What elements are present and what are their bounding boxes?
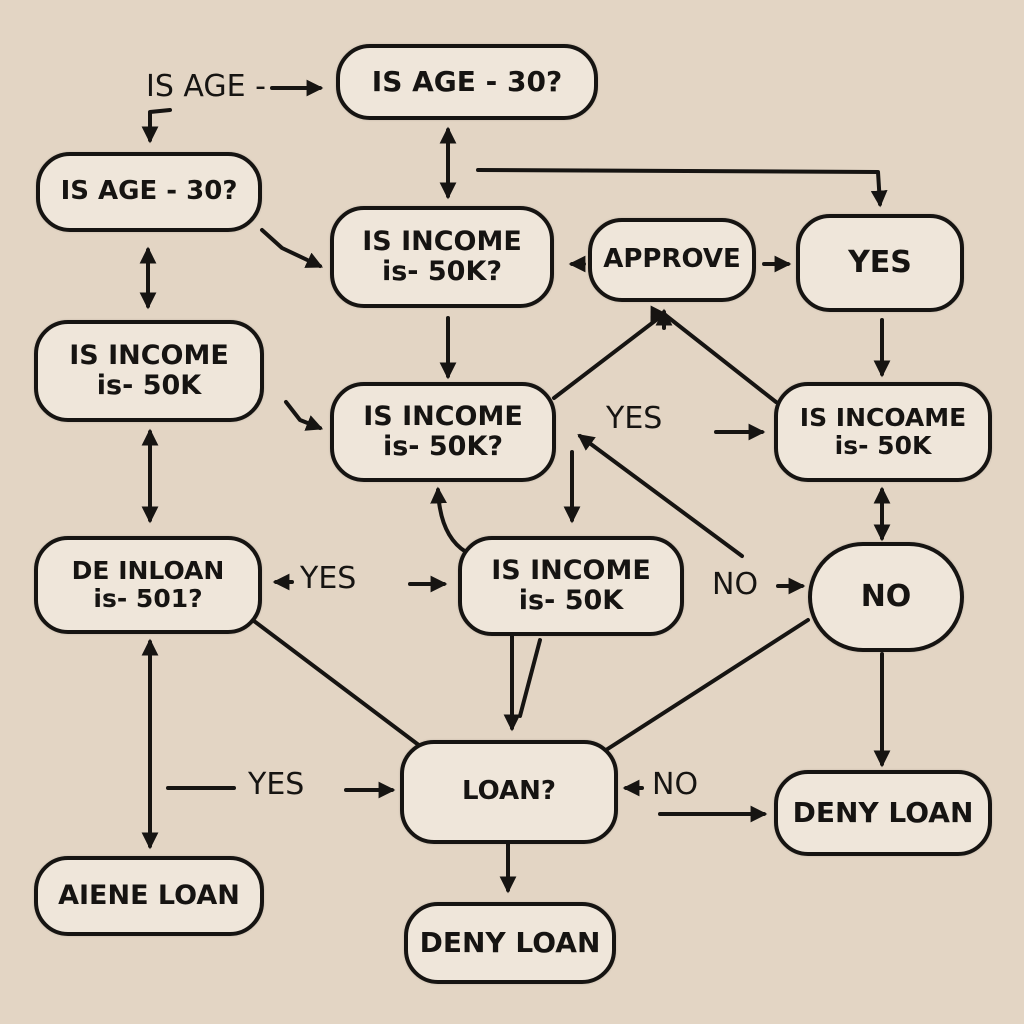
edge-label-no-mid: NO — [712, 567, 759, 602]
edge-income-left-to-income-mid — [284, 400, 324, 431]
edge-label-no-bottom: NO — [652, 767, 699, 802]
node-deny-loan-right: DENY LOAN — [774, 770, 992, 856]
edge-income-lower-stroke — [518, 638, 542, 718]
edge-no-right-to-loan — [604, 618, 810, 752]
edge-de-inloan-to-loan — [248, 616, 422, 748]
edge-age-left-to-income-center — [260, 228, 324, 268]
edge-label-yes-bottom: YES — [248, 767, 305, 802]
node-de-inloan: DE INLOAN is- 501? — [34, 536, 262, 634]
edge-label-yes-mid: YES — [606, 401, 663, 436]
edge-age-top-to-yes — [476, 168, 888, 208]
edge-label-yes-left: YES — [300, 561, 357, 596]
node-is-income-center: IS INCOME is- 50K? — [330, 206, 554, 308]
node-is-income-mid: IS INCOME is- 50K? — [330, 382, 556, 482]
node-is-income-lower: IS INCOME is- 50K — [458, 536, 684, 636]
node-aiene-loan: AIENE LOAN — [34, 856, 264, 936]
node-is-income-left: IS INCOME is- 50K — [34, 320, 264, 422]
node-is-age-left: IS AGE - 30? — [36, 152, 262, 232]
edge-start-to-age-left — [141, 108, 172, 144]
node-no-right: NO — [808, 542, 964, 652]
node-loan-question: LOAN? — [400, 740, 618, 844]
node-yes-top-right: YES — [796, 214, 964, 312]
edge-income-lower-to-income-mid — [430, 486, 468, 554]
node-is-income-right: IS INCOAME is- 50K — [774, 382, 992, 482]
node-deny-loan-bottom: DENY LOAN — [404, 902, 616, 984]
node-approve: APPROVE — [588, 218, 756, 302]
edge-label-is-age-start: IS AGE - — [146, 69, 266, 104]
node-is-age-top: IS AGE - 30? — [336, 44, 598, 120]
edge-no-to-income-mid — [577, 434, 744, 558]
